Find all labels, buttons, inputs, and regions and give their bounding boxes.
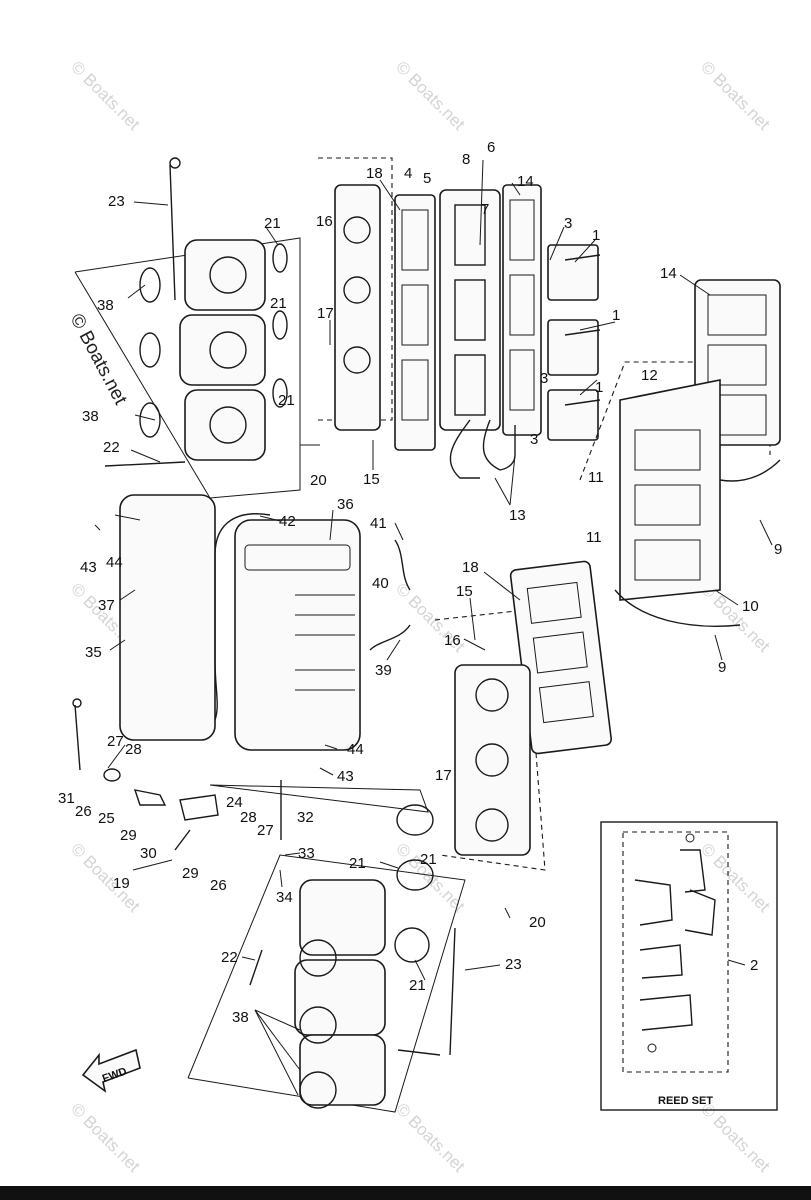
callout-39: 39 xyxy=(375,662,392,679)
callout-31: 31 xyxy=(58,790,75,807)
callout-42: 42 xyxy=(279,513,296,530)
callout-23: 23 xyxy=(505,956,522,973)
callout-9: 9 xyxy=(718,659,726,676)
watermark: © Boats.net xyxy=(67,839,144,916)
callout-5: 5 xyxy=(423,170,431,187)
callout-21: 21 xyxy=(409,977,426,994)
callout-26: 26 xyxy=(75,803,92,820)
callout-21: 21 xyxy=(264,215,281,232)
lower-carburetor-assembly xyxy=(187,804,466,1113)
callout-3: 3 xyxy=(530,431,538,448)
callout-28: 28 xyxy=(125,741,142,758)
reed-set-number: 2 xyxy=(750,957,758,974)
callout-29: 29 xyxy=(120,827,137,844)
callout-21: 21 xyxy=(349,855,366,872)
callout-18: 18 xyxy=(462,559,479,576)
callout-14: 14 xyxy=(517,173,534,190)
watermark: © Boats.net xyxy=(697,1099,774,1176)
reed-petal-icons xyxy=(634,833,716,1053)
callout-28: 28 xyxy=(240,809,257,826)
callout-22: 22 xyxy=(221,949,238,966)
callout-44: 44 xyxy=(106,554,123,571)
callout-15: 15 xyxy=(363,471,380,488)
callout-25: 25 xyxy=(98,810,115,827)
callout-1: 1 xyxy=(612,307,620,324)
watermark: © Boats.net xyxy=(392,57,469,134)
callout-20: 20 xyxy=(310,472,327,489)
callout-12: 12 xyxy=(641,367,658,384)
part-callouts: 1 1 1 3 3 3 4 5 6 7 8 9 9 10 11 11 12 13… xyxy=(58,139,782,1026)
upper-carburetor-assembly xyxy=(74,157,301,499)
callout-21: 21 xyxy=(270,295,287,312)
callout-44: 44 xyxy=(347,741,364,758)
callout-35: 35 xyxy=(85,644,102,661)
callout-11: 11 xyxy=(586,529,602,546)
bottom-bar xyxy=(0,1186,811,1200)
callout-7: 7 xyxy=(481,201,489,218)
silencer-cover xyxy=(119,494,411,751)
callout-27: 27 xyxy=(257,822,274,839)
callout-40: 40 xyxy=(372,575,389,592)
reed-valve-stack xyxy=(318,157,601,479)
callout-1: 1 xyxy=(592,227,600,244)
callout-11: 11 xyxy=(588,469,604,486)
callout-27: 27 xyxy=(107,733,124,750)
callout-16: 16 xyxy=(444,632,461,649)
callout-36: 36 xyxy=(337,496,354,513)
callout-3: 3 xyxy=(540,370,548,387)
callout-17: 17 xyxy=(317,305,334,322)
callout-14: 14 xyxy=(660,265,677,282)
callout-19: 19 xyxy=(113,875,130,892)
callout-26: 26 xyxy=(210,877,227,894)
watermark: © Boats.net xyxy=(392,1099,469,1176)
callout-17: 17 xyxy=(435,767,452,784)
reed-set-label: REED SET xyxy=(658,1095,713,1107)
callout-15: 15 xyxy=(456,583,473,600)
callout-9: 9 xyxy=(774,541,782,558)
callout-38: 38 xyxy=(232,1009,249,1026)
leader-lines xyxy=(94,159,773,1096)
callout-30: 30 xyxy=(140,845,157,862)
callout-37: 37 xyxy=(98,597,115,614)
callout-21: 21 xyxy=(420,851,437,868)
callout-4: 4 xyxy=(404,165,412,182)
throttle-linkage xyxy=(72,698,429,851)
callout-29: 29 xyxy=(182,865,199,882)
watermark: © Boats.net xyxy=(697,839,774,916)
watermark-side: © Boats.net xyxy=(66,310,132,408)
watermark: © Boats.net xyxy=(697,57,774,134)
callout-43: 43 xyxy=(337,768,354,785)
callout-6: 6 xyxy=(487,139,495,156)
callout-32: 32 xyxy=(297,809,314,826)
callout-23: 23 xyxy=(108,193,125,210)
callout-20: 20 xyxy=(529,914,546,931)
callout-8: 8 xyxy=(462,151,470,168)
lower-spacer-plate xyxy=(434,560,613,871)
callout-43: 43 xyxy=(80,559,97,576)
callout-34: 34 xyxy=(276,889,293,906)
fwd-arrow-icon xyxy=(81,1048,141,1093)
callout-38: 38 xyxy=(97,297,114,314)
callout-10: 10 xyxy=(742,598,759,615)
fwd-arrow: FWD xyxy=(81,1048,141,1093)
callout-21: 21 xyxy=(278,392,295,409)
callout-41: 41 xyxy=(370,515,387,532)
callout-38: 38 xyxy=(82,408,99,425)
intake-manifold-right xyxy=(579,279,781,627)
watermark: © Boats.net xyxy=(67,1099,144,1176)
callout-24: 24 xyxy=(226,794,243,811)
callout-1: 1 xyxy=(595,379,603,396)
callout-22: 22 xyxy=(103,439,120,456)
callout-16: 16 xyxy=(316,213,333,230)
callout-33: 33 xyxy=(298,845,315,862)
callout-18: 18 xyxy=(366,165,383,182)
callout-13: 13 xyxy=(509,507,526,524)
watermark: © Boats.net xyxy=(67,57,144,134)
callout-3: 3 xyxy=(564,215,572,232)
reed-set-box: 2 REED SET xyxy=(600,821,778,1111)
